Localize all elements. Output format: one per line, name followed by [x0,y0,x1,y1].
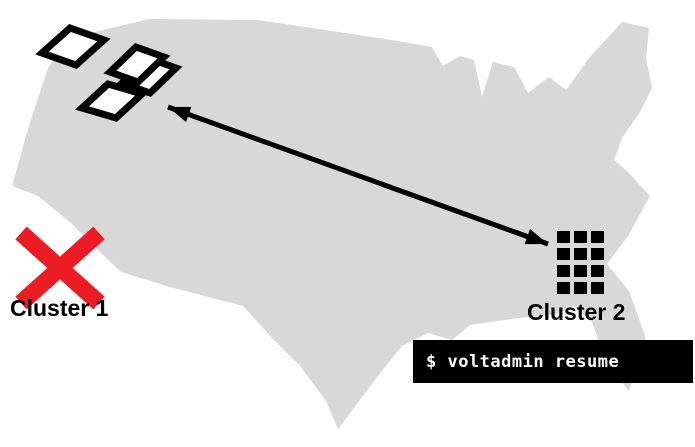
x-stroke [15,226,105,310]
us-map-silhouette [12,19,652,429]
cluster1-label: Cluster 1 [10,295,109,321]
node-diamond-icon [35,24,111,69]
migration-arrow [167,104,549,247]
node-diamond-icon [75,80,149,122]
cluster2-grid-icon [557,231,604,294]
cluster-nodes-icon [35,24,183,122]
terminal-command-text: $ voltadmin resume [426,351,620,372]
failed-cluster-x-icon [15,226,105,310]
cluster2-label: Cluster 2 [527,299,626,325]
terminal-command-box: $ voltadmin resume [413,340,693,383]
node-diamond-icon [103,42,171,87]
